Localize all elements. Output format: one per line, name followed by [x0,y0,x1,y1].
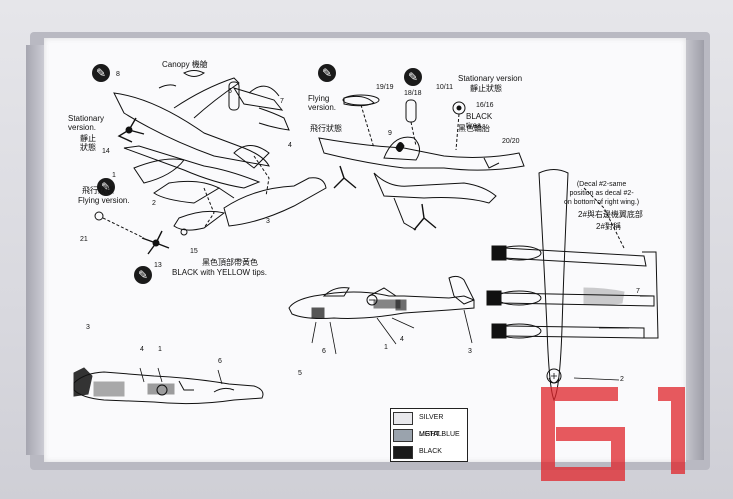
silver-swatch [393,412,413,425]
part-number: 10/11 [436,84,453,91]
part-number: 5 [298,370,302,377]
part-number: 4 [140,346,144,353]
side-view-lower-left [73,367,264,405]
black-tires-label: BLACK tires. [466,112,493,130]
stationary-label: Stationary version. [68,114,105,132]
decal-note-zh2: 2#對稱 [596,222,621,231]
decal-note: (Decal #2-same position as decal #2- on … [564,181,640,206]
black-tires-label-zh: 黑色輪胎 [458,124,490,133]
part-number: 9 [388,130,392,137]
flying-label-right: Flying version. [308,94,337,112]
prop-tip-label: BLACK with YELLOW tips. [172,268,267,277]
assembly-upper-right [318,94,525,231]
part-number: 1 [384,344,388,351]
part-number: 15 [190,248,198,255]
legend-row-silver: SILVER METAL [391,409,467,438]
side-view-middle [288,275,475,355]
part-number: 3 [266,218,270,225]
flying-label-right-zh: 飛行狀態 [310,124,342,133]
part-number: 6 [218,358,222,365]
prop-tip-label-zh: 黑色頂部帶黃色 [202,258,258,267]
step-icon: ✎ [318,64,336,82]
part-number: 19/19 [376,84,394,91]
step-icon: ✎ [97,178,115,196]
part-number: 4 [288,142,292,149]
decal-note-zh: 2#與右邊機翼底部 [578,210,643,219]
step-icon: ✎ [404,68,422,86]
assembly-upper-left [94,70,327,255]
part-number: 3 [86,324,90,331]
part-number: 8 [116,71,120,78]
part-number: 2 [620,376,624,383]
legend-row-black: BLACK [391,443,467,460]
legend-label: LIGHT BLUE [419,431,460,438]
part-number: 14 [102,148,110,155]
stationary-label-zh: 靜止 狀態 [80,134,96,152]
light-blue-swatch [393,429,413,442]
part-number: 21 [80,236,88,243]
assembly-drawings [73,70,659,405]
box-right-edge [684,40,704,460]
box-left-edge [26,45,46,455]
legend-label: SILVER METAL [419,414,444,438]
part-number: 3 [468,348,472,355]
canopy-label: Canopy 機艙 [162,60,208,69]
stationary-label-right: Stationary version [458,74,523,83]
instruction-sheet: ✎ ✎ ✎ ✎ ✎ Canopy 機艙 Stationary version. … [44,38,686,462]
part-number: 7 [636,288,640,295]
part-number: 2 [152,200,156,207]
black-swatch [393,446,413,459]
watermark-61-logo [541,387,685,481]
part-number: 1 [112,172,116,179]
part-number: 5 [228,88,232,95]
color-legend: SILVER METAL LIGHT BLUE BLACK [390,408,468,462]
part-number: 4 [400,336,404,343]
part-number: 13 [154,262,162,269]
part-number: 18/18 [404,90,422,97]
part-number: 16/16 [476,102,494,109]
part-number: 7 [280,98,284,105]
legend-label: BLACK [419,448,442,455]
flying-label-zh: 飛行狀態 [82,186,114,195]
part-number: 20/20 [502,138,520,145]
part-number: 6 [322,348,326,355]
legend-row-light-blue: LIGHT BLUE [391,426,467,443]
flying-label: Flying version. [78,196,130,205]
step-icon: ✎ [92,64,110,82]
stationary-label-right-zh: 靜止狀態 [470,84,502,93]
plan-view-right [486,169,659,402]
step-icon: ✎ [134,266,152,284]
part-number: 1 [158,346,162,353]
